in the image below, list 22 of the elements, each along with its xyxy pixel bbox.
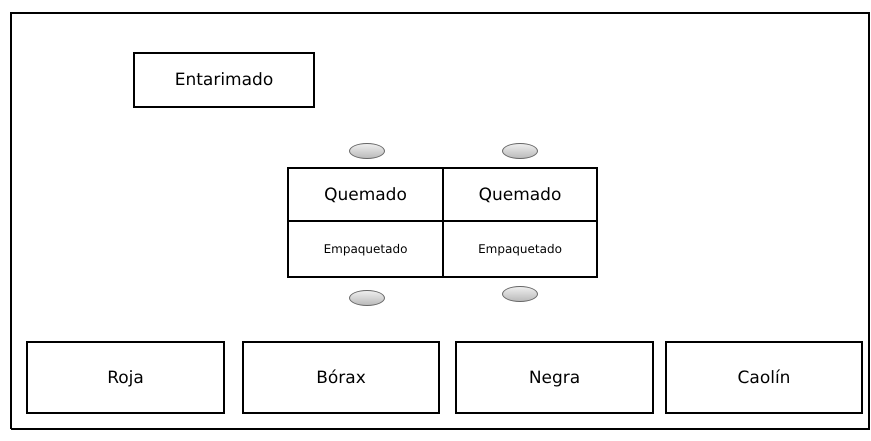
- box-label: Caolín: [736, 368, 792, 388]
- oval-marker: [502, 286, 538, 302]
- grid-cell: [287, 220, 444, 278]
- label-box: [242, 341, 440, 414]
- box-label: Roja: [106, 368, 145, 388]
- label-box: [665, 341, 863, 414]
- grid-cell: [287, 167, 444, 222]
- oval-marker: [349, 290, 385, 306]
- oval-marker: [502, 143, 538, 159]
- label-box: [455, 341, 654, 414]
- box-label: Quemado: [478, 184, 562, 204]
- box-label: Entarimado: [174, 70, 274, 90]
- box-label: Empaquetado: [322, 242, 408, 256]
- oval-marker: [349, 143, 385, 159]
- box-label: Bórax: [315, 368, 367, 388]
- box-label: Empaquetado: [477, 242, 563, 256]
- label-box: [26, 341, 225, 414]
- box-label: Negra: [528, 368, 582, 388]
- label-box: [133, 52, 315, 108]
- grid-cell: [442, 167, 598, 222]
- box-label: Quemado: [323, 184, 408, 204]
- grid-cell: [442, 220, 598, 278]
